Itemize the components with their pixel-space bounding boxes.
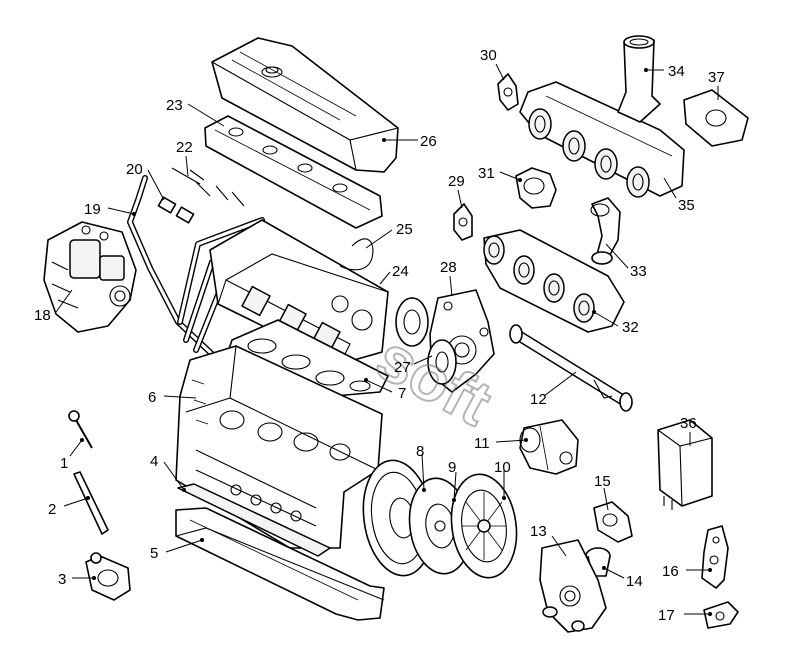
oil-sump — [175, 507, 385, 621]
cylinder-head — [209, 219, 389, 365]
label-20: 20 — [126, 161, 143, 178]
label-22: 22 — [176, 139, 193, 156]
oil-strainer — [85, 552, 131, 601]
label-12: 12 — [530, 391, 547, 408]
intake-pipe — [617, 35, 661, 123]
crankcase-seal — [177, 483, 331, 557]
label-5: 5 — [150, 545, 158, 562]
injection-pump — [43, 221, 137, 333]
label-37: 37 — [708, 69, 725, 86]
label-30: 30 — [480, 47, 497, 64]
label-32: 32 — [622, 319, 639, 336]
label-6: 6 — [148, 389, 156, 406]
label-1: 1 — [60, 455, 68, 472]
valve-cover — [211, 37, 399, 173]
label-29: 29 — [448, 173, 465, 190]
label-23: 23 — [166, 97, 183, 114]
camshaft-pulley — [395, 297, 457, 385]
exhaust-manifold — [483, 229, 625, 333]
dipstick-tube — [73, 471, 109, 535]
thermostat-cover — [593, 501, 633, 543]
intake-manifold — [519, 81, 685, 198]
label-27: 27 — [394, 359, 411, 376]
engine-bracket — [701, 525, 729, 589]
label-7: 7 — [398, 385, 406, 402]
breather-pipe — [339, 238, 374, 271]
dipstick — [68, 410, 93, 449]
exhaust-elbow — [590, 197, 621, 265]
label-11: 11 — [474, 435, 490, 452]
flange-gasket — [497, 73, 519, 111]
leader-lines — [55, 63, 719, 615]
label-4: 4 — [150, 453, 158, 470]
label-18: 18 — [34, 307, 51, 324]
label-9: 9 — [448, 459, 456, 476]
label-31: 31 — [478, 165, 495, 182]
label-2: 2 — [48, 501, 56, 518]
egr-valve — [515, 167, 557, 209]
intake-gasket — [683, 89, 749, 147]
part-labels: 1 2 3 4 5 6 7 8 9 10 11 12 13 14 15 16 1… — [34, 47, 725, 624]
egr-gasket — [453, 203, 473, 241]
cylinder-block — [175, 345, 383, 549]
label-26: 26 — [420, 133, 437, 150]
label-15: 15 — [594, 473, 611, 490]
label-24: 24 — [392, 263, 409, 280]
label-19: 19 — [84, 201, 101, 218]
label-34: 34 — [668, 63, 685, 80]
label-25: 25 — [396, 221, 413, 238]
leader-dots — [80, 68, 712, 616]
label-3: 3 — [58, 571, 66, 588]
label-35: 35 — [678, 197, 695, 214]
label-13: 13 — [530, 523, 547, 540]
vacuum-pump — [519, 419, 579, 475]
thermostat-housing — [539, 539, 607, 633]
label-10: 10 — [494, 459, 511, 476]
label-36: 36 — [680, 415, 697, 432]
thermostat — [585, 547, 611, 577]
label-17: 17 — [658, 607, 675, 624]
label-8: 8 — [416, 443, 424, 460]
coolant-pipe — [509, 324, 633, 412]
label-28: 28 — [440, 259, 457, 276]
label-33: 33 — [630, 263, 647, 280]
label-14: 14 — [626, 573, 643, 590]
pressure-plate — [450, 473, 518, 579]
glow-plug-relay — [657, 419, 713, 510]
mount-bracket — [703, 601, 739, 629]
label-16: 16 — [662, 563, 679, 580]
cover-gasket — [204, 115, 383, 229]
